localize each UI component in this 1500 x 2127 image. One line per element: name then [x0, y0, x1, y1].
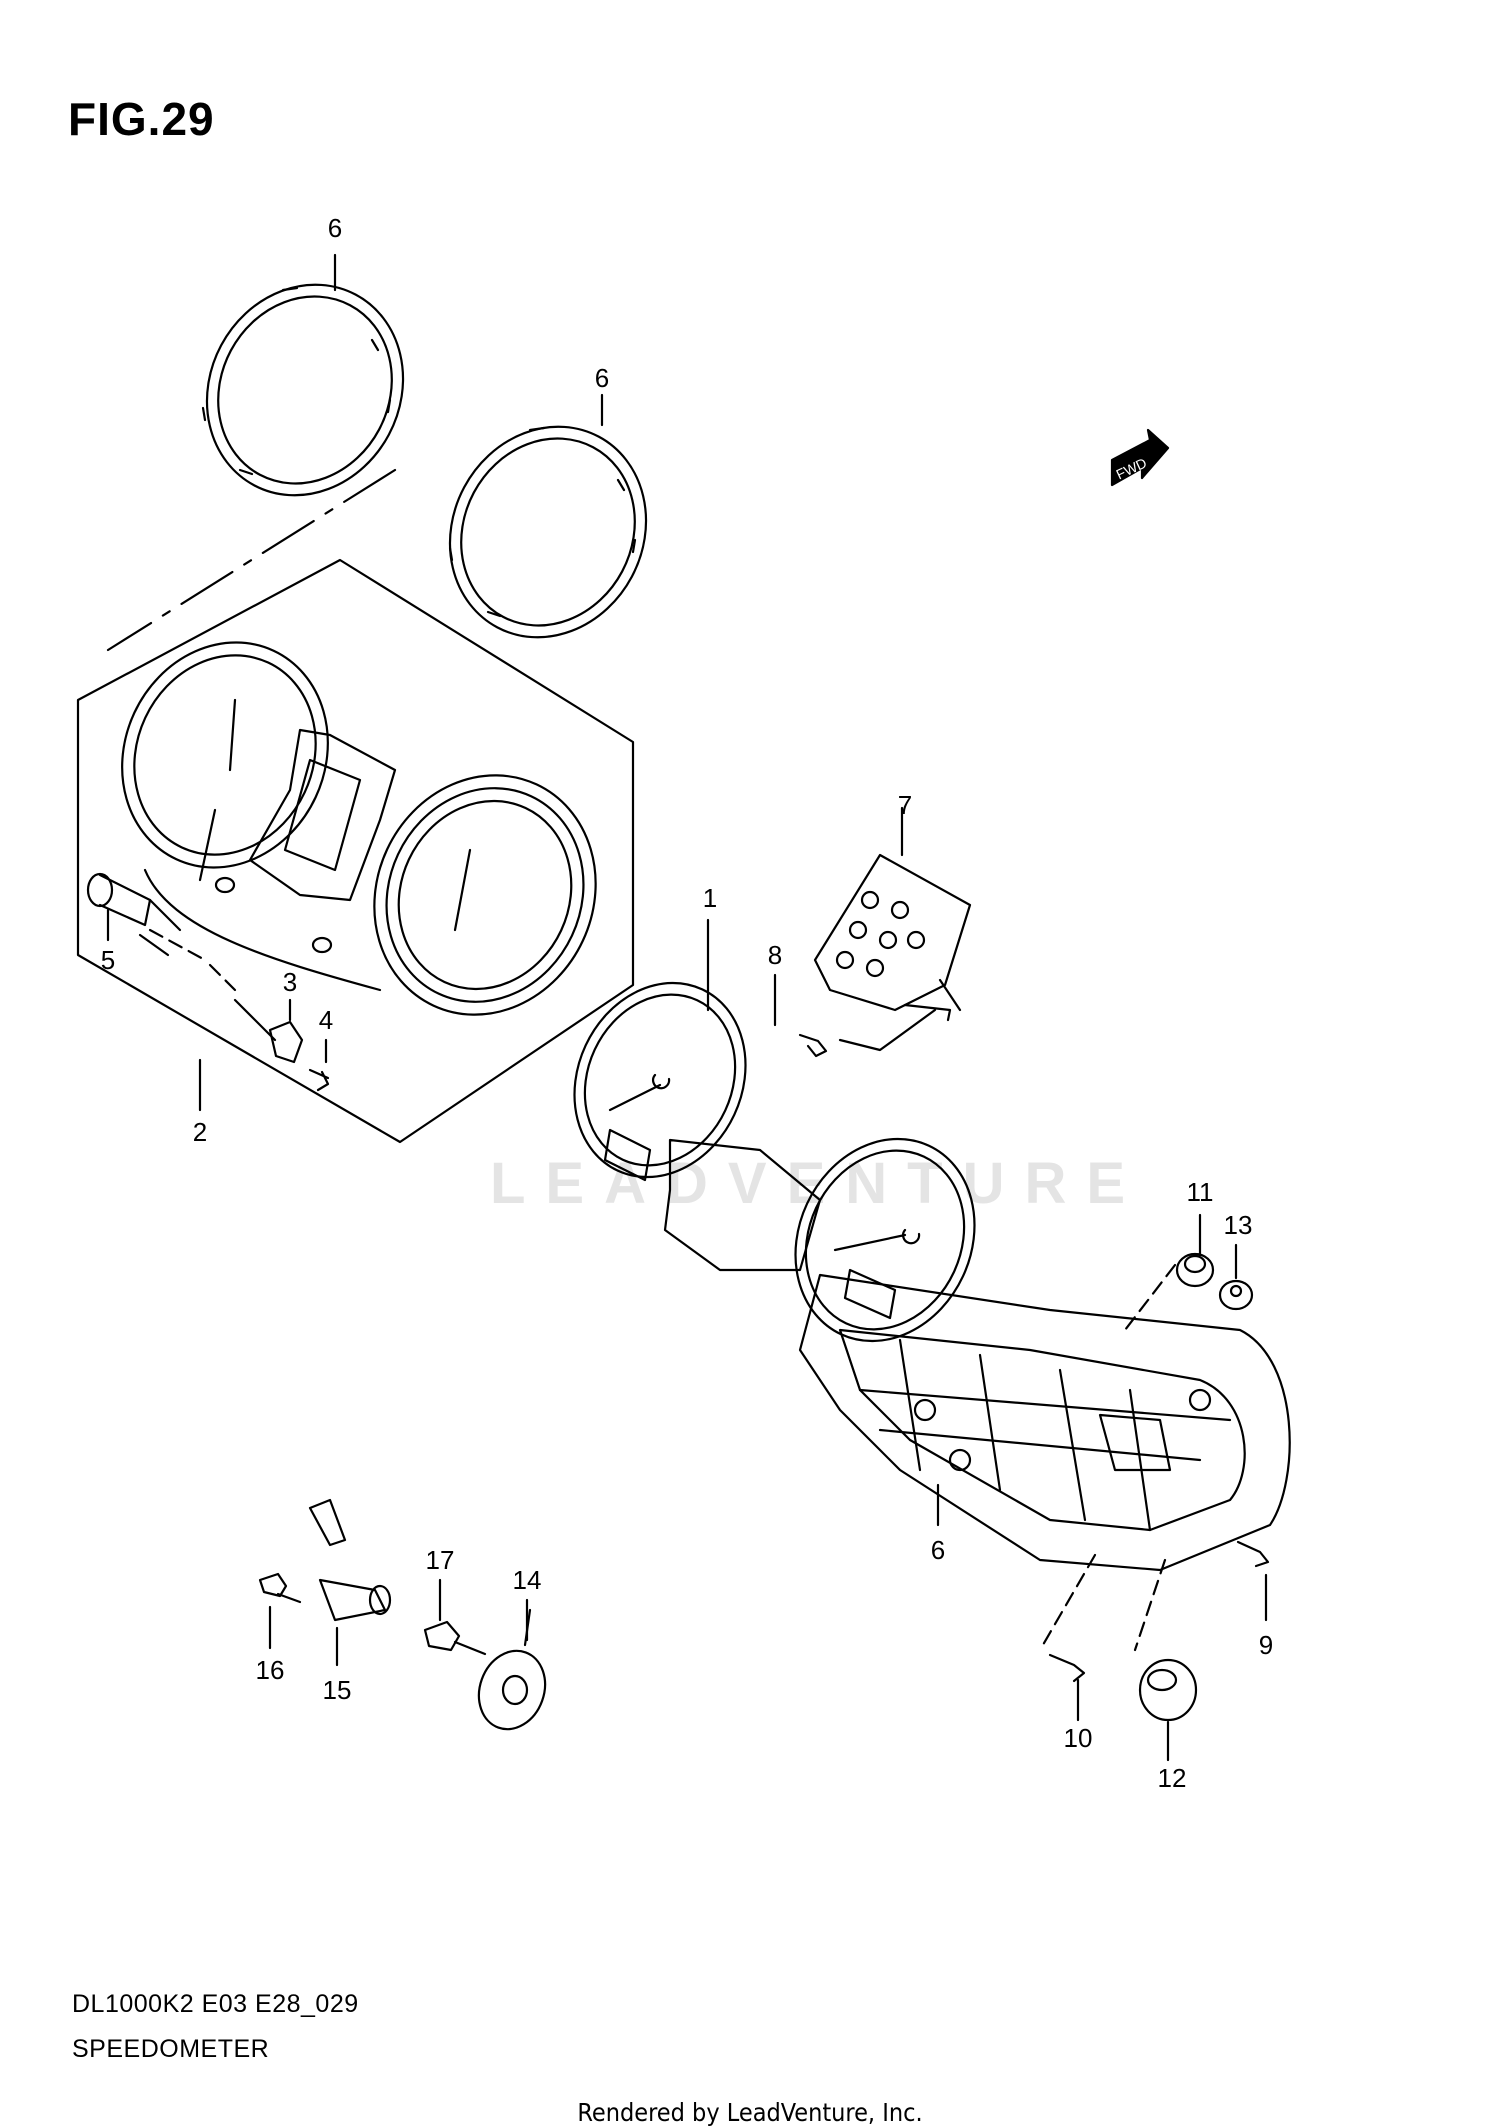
assembly-line-12 — [1125, 1265, 1175, 1330]
bolt-part-17 — [260, 1574, 300, 1602]
callout-2: 2 — [192, 1117, 208, 1147]
callout-14: 13 — [1223, 1210, 1253, 1240]
fwd-arrow-icon: FWD — [1112, 430, 1168, 485]
sensor-part-16 — [310, 1500, 390, 1620]
figure-title: FIG.29 — [68, 93, 215, 145]
section-title: SPEEDOMETER — [72, 2035, 270, 2063]
callout-6: 6 — [594, 363, 610, 393]
callout-8: 7 — [897, 790, 913, 820]
callout-13: 12 — [1157, 1763, 1187, 1793]
grommet-part-13 — [1140, 1660, 1196, 1720]
gear-part-15 — [468, 1610, 556, 1739]
ring-part-6a — [170, 250, 439, 530]
assembly-line-ring — [108, 470, 395, 650]
assembly-box-2 — [78, 560, 633, 1142]
callout-1: 1 — [702, 883, 718, 913]
screw-part-11 — [1050, 1655, 1084, 1681]
assembly-line-13 — [1135, 1560, 1165, 1650]
model-code: DL1000K2 E03 E28_029 — [72, 1990, 359, 2018]
assembly-line-11 — [1040, 1555, 1095, 1650]
assembly-line-8 — [840, 1010, 935, 1050]
callout-6: 6 — [327, 213, 343, 243]
assembly-line-5 — [150, 930, 235, 990]
speedometer-part-1 — [543, 955, 1006, 1371]
callout-10: 9 — [1258, 1630, 1274, 1660]
callout-4: 4 — [318, 1005, 334, 1035]
washer-part-14 — [1220, 1281, 1252, 1309]
callout-18: 17 — [425, 1545, 455, 1575]
screw-part-10 — [1238, 1542, 1268, 1566]
callout-3: 3 — [282, 967, 298, 997]
rear-case-part-7 — [800, 1275, 1290, 1570]
render-credit: Rendered by LeadVenture, Inc. — [577, 2098, 923, 2127]
ring-part-6b — [413, 392, 682, 672]
callout-15: 14 — [512, 1565, 542, 1595]
bolt-part-18 — [425, 1622, 485, 1654]
callout-11: 10 — [1063, 1723, 1093, 1753]
callout-7: 6 — [930, 1535, 946, 1565]
callout-17: 16 — [255, 1655, 285, 1685]
callout-5: 5 — [100, 945, 116, 975]
bulb-socket-part-5 — [88, 874, 180, 955]
grommet-part-12 — [1177, 1254, 1213, 1286]
screw-part-4 — [310, 1070, 328, 1090]
screw-part-9 — [800, 1035, 826, 1056]
callout-9: 8 — [767, 940, 783, 970]
meter-case-part-2 — [86, 609, 635, 1052]
callout-12: 11 — [1186, 1177, 1214, 1207]
indicator-panel-part-8 — [815, 855, 970, 1020]
bulb-part-3 — [235, 1000, 302, 1062]
callout-16: 15 — [322, 1675, 352, 1705]
